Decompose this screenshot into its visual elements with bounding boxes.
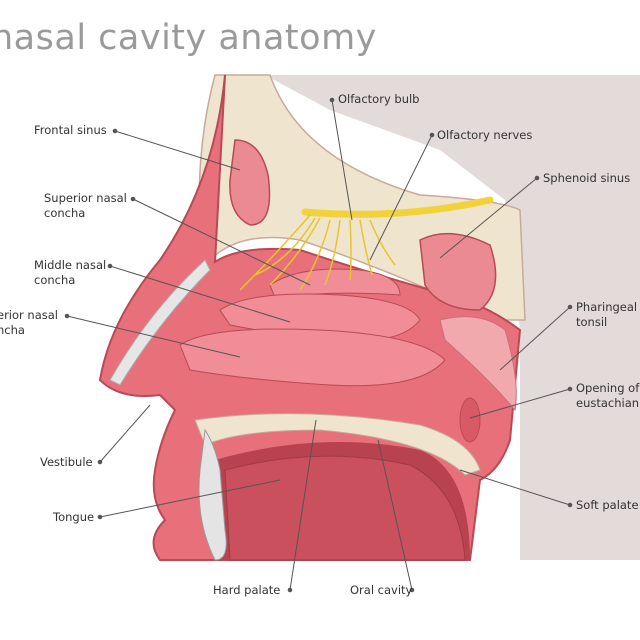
label-eustachian-line2: eustachian [576,396,640,410]
olfactory-nerves [239,214,396,291]
olfactory-bulb [301,196,494,218]
sphenoid-sinus [419,232,497,311]
teeth [198,428,227,561]
label-soft-palate: Soft palate [576,498,639,512]
label-middle-concha-line1: Middle nasal [34,258,107,272]
label-eustachian-line1: Opening of [576,381,640,395]
tongue [224,455,466,561]
label-tongue: Tongue [53,510,95,524]
pharyngeal-tonsil [439,316,517,412]
inferior-concha [179,328,446,387]
label-pharyngeal-tonsil-line2: tonsil [576,315,608,329]
eustachian-opening [459,397,481,443]
label-hard-palate: Hard palate [213,583,281,597]
frontal-sinus [229,139,271,226]
brain-region [265,75,640,560]
label-superior-concha-line1: Superior nasal [44,191,127,205]
label-frontal-sinus: Frontal sinus [34,123,107,137]
label-olfactory-bulb: Olfactory bulb [338,92,420,106]
label-vestibule: Vestibule [40,455,93,469]
label-olfactory-nerves: Olfactory nerves [437,128,533,142]
label-pharyngeal-tonsil-line1: Pharingeal [576,300,638,314]
label-middle-concha-line2: concha [34,273,76,287]
label-oral-cavity: Oral cavity [350,583,413,597]
nasal-cartilage [109,259,211,386]
leader-lines [64,97,573,593]
label-inferior-concha-line1: erior nasal [0,308,58,322]
label-superior-concha-line2: concha [44,206,86,220]
page-title: nasal cavity anatomy [0,18,377,58]
label-sphenoid-sinus: Sphenoid sinus [543,171,631,185]
label-inferior-concha-line2: ncha [0,323,25,337]
hard-palate [194,413,481,476]
